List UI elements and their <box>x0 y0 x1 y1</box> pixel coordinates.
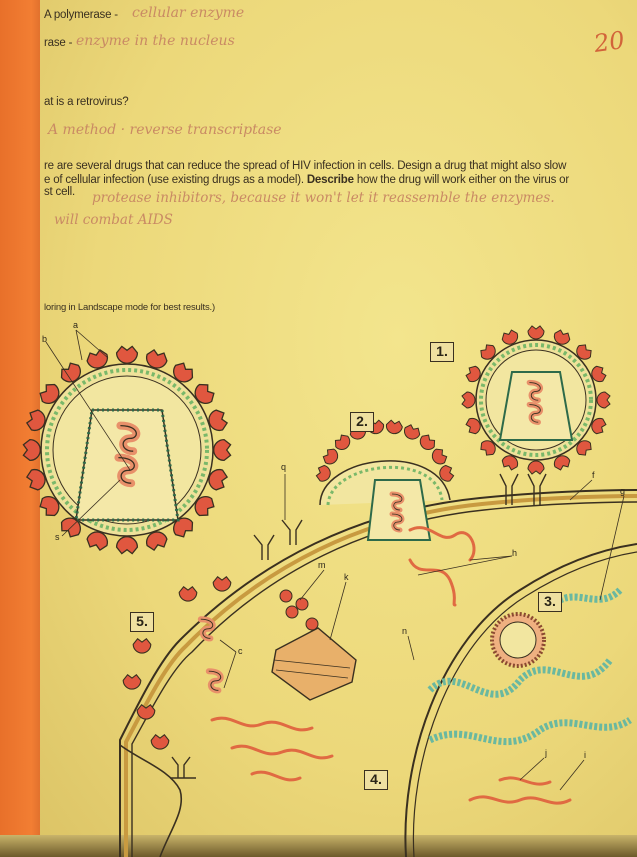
ribosome-assembly <box>272 590 356 700</box>
glycoprotein-spike <box>402 423 422 442</box>
step-2-box: 2. <box>350 412 374 432</box>
glycoprotein-spike <box>117 537 138 554</box>
free-glycoprotein-spike <box>179 587 197 601</box>
free-glycoprotein-spike <box>151 735 169 749</box>
label-j: j <box>545 748 547 758</box>
free-glycoprotein-spike <box>133 639 151 653</box>
glycoprotein-spike <box>214 440 231 461</box>
virus-budding-step-2 <box>315 420 454 540</box>
label-b: b <box>42 334 47 344</box>
free-glycoprotein-spike <box>213 577 231 591</box>
glycoprotein-spike <box>332 432 353 452</box>
label-g: g <box>620 486 625 496</box>
step-3-box: 3. <box>538 592 562 612</box>
free-glycoprotein-spike <box>123 675 141 689</box>
glycoprotein-spike <box>417 432 438 452</box>
rna-fragment-2 <box>209 671 221 690</box>
glycoprotein-spike <box>315 464 332 483</box>
virus-step-1 <box>462 326 610 474</box>
step-1-box: 1. <box>430 342 454 362</box>
label-h: h <box>512 548 517 558</box>
step-5-box: 5. <box>130 612 154 632</box>
glycoprotein-spike <box>528 461 544 474</box>
label-k: k <box>344 572 349 582</box>
label-i: i <box>584 750 586 760</box>
glycoprotein-spike <box>429 446 448 466</box>
label-f: f <box>592 470 595 480</box>
label-m: m <box>318 560 326 570</box>
glycoprotein-spike <box>321 446 340 466</box>
step-4-box: 4. <box>364 770 388 790</box>
glycoprotein-spike <box>117 346 138 363</box>
virus-mature-large <box>23 346 230 553</box>
label-c: c <box>238 646 243 656</box>
glycoprotein-spike <box>385 420 403 435</box>
label-n: n <box>402 626 407 636</box>
glycoprotein-spike <box>23 440 40 461</box>
glycoprotein-spike <box>462 392 475 408</box>
rna-fragment-1 <box>201 619 213 638</box>
label-a: a <box>73 320 78 330</box>
glycoprotein-spike <box>597 392 610 408</box>
glycoprotein-spike <box>528 326 544 339</box>
label-q: q <box>281 462 286 472</box>
label-s: s <box>55 532 60 542</box>
free-glycoproteins <box>123 577 231 749</box>
